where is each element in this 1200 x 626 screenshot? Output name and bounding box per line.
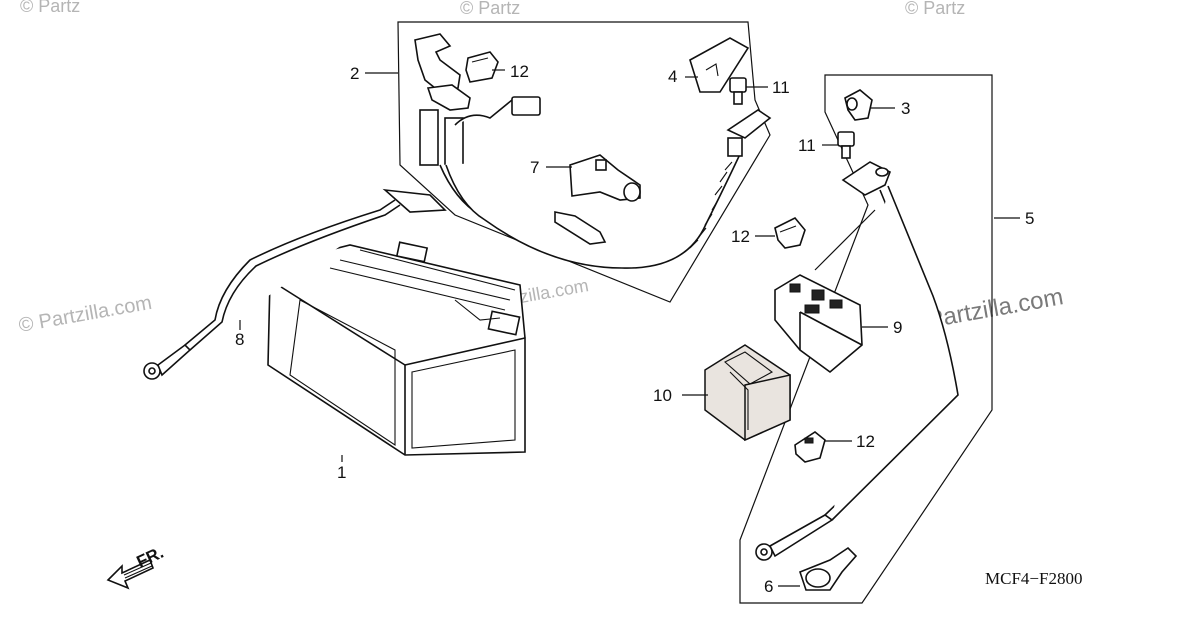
harness-group-outline (397, 21, 771, 303)
diagram-code: MCF4−F2800 (985, 569, 1082, 588)
wire-harness (414, 33, 772, 269)
relay-9 (774, 274, 863, 374)
watermark-top-left: © Partz (20, 0, 80, 16)
callout-11a: 11 (772, 78, 790, 97)
callout-10: 10 (653, 386, 672, 405)
leader-lines (239, 69, 1020, 587)
terminal-cover-4 (689, 37, 750, 93)
bolt-11a (729, 77, 747, 105)
callout-6: 6 (764, 577, 773, 596)
watermark-left: © Partzilla.com (17, 292, 154, 337)
callout-12b: 12 (731, 227, 750, 246)
cover-7 (569, 154, 641, 202)
callout-7: 7 (530, 158, 539, 177)
callout-11b: 11 (798, 136, 816, 155)
callout-12a: 12 (510, 62, 529, 81)
callout-1: 1 (337, 463, 346, 482)
callouts: 1 2 3 4 5 6 7 8 9 10 11 11 12 12 12 (235, 62, 1034, 596)
terminal-cap-3 (844, 89, 873, 121)
fuse-12b (774, 217, 806, 249)
negative-cable (143, 188, 447, 380)
positive-cable (755, 161, 959, 561)
callout-2: 2 (350, 64, 359, 83)
watermark-top-center: © Partz (460, 0, 520, 18)
front-direction-arrow: FR. (106, 543, 167, 590)
callout-5: 5 (1025, 209, 1034, 228)
bolt-11b (837, 131, 855, 159)
battery (267, 241, 526, 456)
rubber-cover-10 (704, 344, 791, 442)
fuse-12a (465, 51, 499, 83)
callout-3: 3 (901, 99, 910, 118)
terminal-boot-6 (799, 546, 858, 591)
callout-4: 4 (668, 67, 677, 86)
watermark-top-right: © Partz (905, 0, 965, 18)
callout-12c: 12 (856, 432, 875, 451)
callout-8: 8 (235, 330, 244, 349)
fuse-12c (794, 431, 826, 463)
callout-9: 9 (893, 318, 902, 337)
